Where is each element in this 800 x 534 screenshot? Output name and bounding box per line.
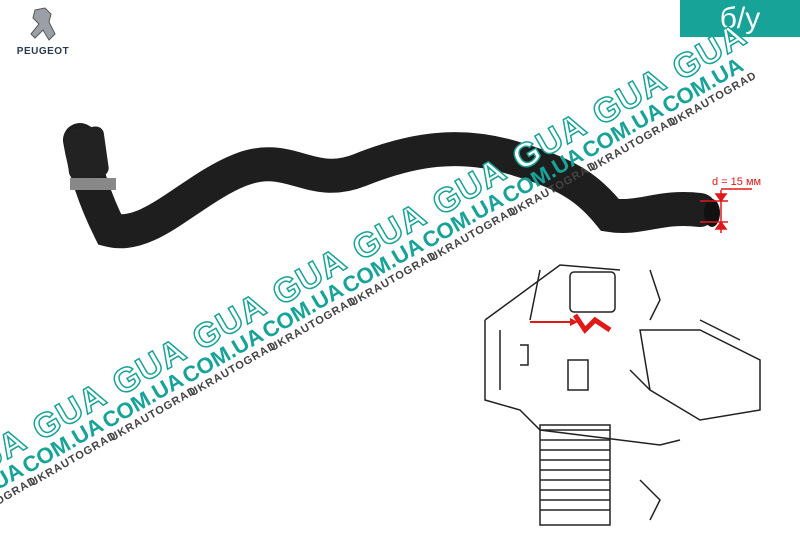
peugeot-logo: PEUGEOT [8,4,78,57]
condition-badge: б/у [680,0,800,37]
lion-icon [30,7,56,41]
diameter-label: d = 15 мм [712,176,762,188]
dimension-marker [700,188,752,233]
brand-name: PEUGEOT [16,46,70,57]
hose-image [63,123,720,249]
engine-diagram [484,264,761,526]
